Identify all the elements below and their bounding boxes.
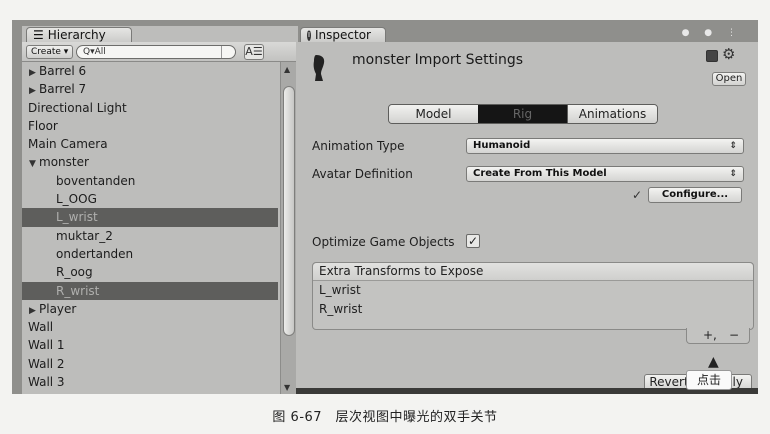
- scroll-up-icon[interactable]: ▲: [284, 65, 291, 74]
- list-item[interactable]: R_wrist: [319, 302, 363, 316]
- hierarchy-item[interactable]: ▶Barrel 6: [22, 62, 278, 80]
- extra-transforms-list: Extra Transforms to Expose L_wrist R_wri…: [312, 262, 754, 330]
- expander-icon[interactable]: ▶: [29, 68, 36, 78]
- expander-icon[interactable]: ▶: [29, 86, 36, 97]
- inspector-header: monster Import Settings ⚙ Open: [296, 42, 758, 92]
- hierarchy-item[interactable]: L_OOG: [22, 190, 278, 208]
- sort-filter-icon[interactable]: A☰: [244, 44, 264, 60]
- search-placeholder: All: [94, 47, 106, 57]
- expander-icon[interactable]: ▼: [29, 159, 36, 170]
- hierarchy-tab-label: Hierarchy: [47, 28, 106, 42]
- avatar-definition-value: Create From This Model: [473, 168, 607, 179]
- hierarchy-item-label: R_wrist: [56, 283, 100, 298]
- check-mark-icon: ✓: [632, 188, 643, 202]
- gear-icon[interactable]: ⚙: [722, 45, 736, 63]
- create-label: Create: [31, 47, 61, 57]
- inspector-tab-bar: i Inspector ● ● ⋮: [296, 26, 758, 43]
- list-add-remove: +, −: [686, 328, 750, 344]
- hierarchy-item-label: L_OOG: [56, 192, 97, 207]
- hierarchy-item[interactable]: boventanden: [22, 172, 278, 190]
- extra-transforms-header: Extra Transforms to Expose: [313, 263, 753, 281]
- add-item-button[interactable]: +,: [703, 328, 717, 342]
- hierarchy-toolbar: Create ▾ Q▾All A☰: [22, 42, 298, 62]
- hierarchy-item[interactable]: R_oog: [22, 263, 278, 281]
- avatar-definition-dropdown[interactable]: Create From This Model ⇕: [466, 166, 744, 182]
- hierarchy-item-label: L_wrist: [56, 210, 98, 225]
- hierarchy-item[interactable]: Wall 3: [22, 373, 278, 391]
- configure-button[interactable]: Configure...: [648, 187, 742, 203]
- hierarchy-item-label: R_oog: [56, 265, 93, 280]
- hierarchy-item-label: Wall: [28, 320, 54, 335]
- hierarchy-item[interactable]: Directional Light: [22, 99, 278, 117]
- hierarchy-item[interactable]: ▶Player: [22, 300, 278, 318]
- hierarchy-item[interactable]: Wall 1: [22, 336, 278, 354]
- info-icon: i: [307, 30, 312, 41]
- create-dropdown-button[interactable]: Create ▾: [26, 45, 74, 59]
- hierarchy-item[interactable]: ▶Barrel 7: [22, 80, 278, 98]
- inspector-bottom-strip: [296, 388, 758, 394]
- import-settings-title: monster Import Settings: [352, 52, 524, 68]
- list-icon: ☰: [33, 28, 44, 42]
- search-icon: Q▾: [83, 47, 95, 57]
- callout-arrow-icon: ▲: [708, 354, 719, 370]
- tab-rig[interactable]: Rig: [478, 105, 567, 123]
- help-icon[interactable]: [706, 50, 718, 62]
- hierarchy-item-label: Wall 1: [28, 338, 65, 353]
- inspector-panel: i Inspector ● ● ⋮ monster Import Setting…: [296, 26, 758, 394]
- scrollbar-thumb[interactable]: [283, 86, 295, 336]
- hierarchy-item-label: Barrel 6: [39, 64, 87, 78]
- hierarchy-item[interactable]: muktar_2: [22, 227, 278, 245]
- animation-type-value: Humanoid: [473, 140, 531, 151]
- hierarchy-tab[interactable]: ☰ Hierarchy: [26, 27, 132, 43]
- optimize-game-objects-checkbox[interactable]: ✓: [466, 234, 480, 248]
- hierarchy-item-label: Wall 2: [28, 356, 65, 371]
- screenshot: ☰ Hierarchy Create ▾ Q▾All A☰ ▶Barrel 6▶…: [12, 20, 758, 394]
- hierarchy-item[interactable]: Wall 2: [22, 355, 278, 373]
- hierarchy-item[interactable]: Main Camera: [22, 135, 278, 153]
- hierarchy-item-label: Directional Light: [28, 100, 127, 115]
- hierarchy-panel: ☰ Hierarchy Create ▾ Q▾All A☰ ▶Barrel 6▶…: [22, 26, 298, 394]
- list-item[interactable]: L_wrist: [319, 283, 361, 297]
- hierarchy-item[interactable]: R_wrist: [22, 281, 278, 300]
- hierarchy-item[interactable]: L_wrist: [22, 208, 278, 227]
- hierarchy-item[interactable]: ▼monster: [22, 153, 278, 171]
- expander-icon[interactable]: ▶: [29, 305, 36, 316]
- open-button[interactable]: Open: [712, 72, 746, 86]
- hierarchy-item-label: Player: [39, 301, 77, 316]
- click-callout: 点击: [686, 370, 732, 390]
- remove-item-button[interactable]: −: [729, 328, 740, 342]
- hierarchy-item[interactable]: Wall: [22, 318, 278, 336]
- inspector-tab-label: Inspector: [315, 28, 371, 42]
- hierarchy-item-label: Wall 3: [28, 375, 65, 390]
- hierarchy-item[interactable]: ondertanden: [22, 245, 278, 263]
- window-controls[interactable]: ● ● ⋮: [681, 28, 742, 38]
- tab-animations[interactable]: Animations: [567, 105, 657, 123]
- hierarchy-item[interactable]: Floor: [22, 117, 278, 135]
- optimize-game-objects-label: Optimize Game Objects: [312, 235, 455, 249]
- hierarchy-tab-bar: ☰ Hierarchy: [22, 26, 298, 43]
- dropdown-arrow-icon: ⇕: [729, 141, 737, 151]
- hierarchy-item-label: boventanden: [56, 173, 136, 188]
- hierarchy-item-label: Main Camera: [28, 137, 108, 152]
- search-cancel-icon[interactable]: [221, 46, 231, 58]
- animation-type-label: Animation Type: [312, 139, 405, 153]
- inspector-body: monster Import Settings ⚙ Open Model Rig…: [296, 42, 758, 391]
- hierarchy-item-label: Barrel 7: [39, 82, 87, 97]
- hierarchy-item-label: muktar_2: [56, 228, 113, 243]
- model-file-icon: [313, 55, 325, 81]
- tab-model[interactable]: Model: [389, 105, 478, 123]
- inspector-tab[interactable]: i Inspector: [300, 27, 386, 43]
- import-tabs: Model Rig Animations: [388, 104, 658, 124]
- hierarchy-search-input[interactable]: Q▾All: [76, 45, 236, 59]
- hierarchy-item-label: monster: [39, 155, 89, 170]
- dropdown-arrow-icon: ⇕: [729, 169, 737, 179]
- figure-caption: 图 6-67 层次视图中曝光的双手关节: [272, 410, 498, 425]
- avatar-definition-label: Avatar Definition: [312, 167, 413, 181]
- hierarchy-item-label: Floor: [28, 118, 58, 133]
- hierarchy-item-label: ondertanden: [56, 246, 134, 261]
- scroll-down-icon[interactable]: ▼: [284, 383, 291, 392]
- hierarchy-scrollbar[interactable]: ▲ ▼: [280, 62, 296, 394]
- animation-type-dropdown[interactable]: Humanoid ⇕: [466, 138, 744, 154]
